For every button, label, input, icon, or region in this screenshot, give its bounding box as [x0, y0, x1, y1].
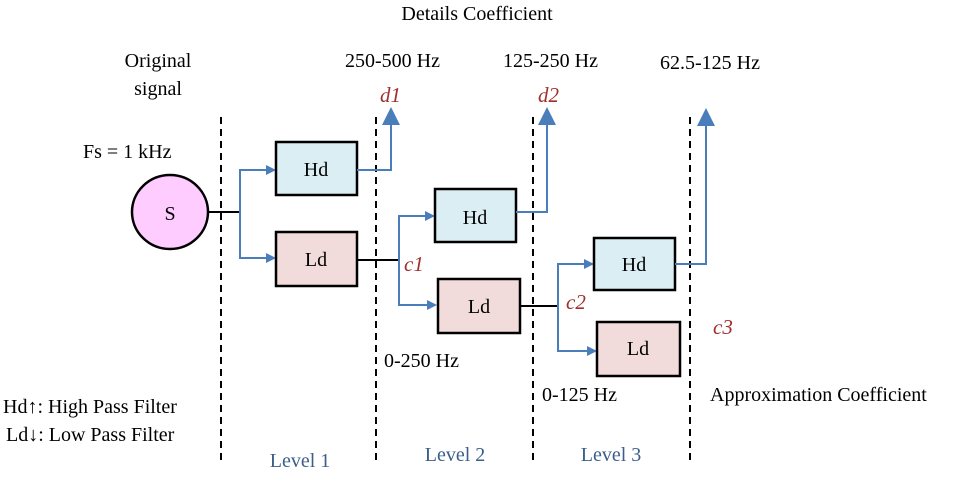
d1-label: d1	[380, 83, 401, 107]
level3-hd-label: Hd	[622, 254, 646, 276]
level1-ld-filter	[274, 230, 359, 288]
level1-hd-arrow	[239, 165, 276, 212]
level1-ld-label: Ld	[305, 249, 327, 271]
d2-label: d2	[538, 83, 560, 107]
level1-ld-arrow	[239, 212, 276, 263]
level2-ld-label: Ld	[468, 296, 490, 318]
level-3-label: Level 3	[581, 444, 642, 466]
legend-low-pass: Ld↓: Low Pass Filter	[6, 424, 175, 446]
c1-label: c1	[404, 252, 424, 276]
approximation-coefficient-label: Approximation Coefficient	[710, 384, 927, 406]
level1-hd-label: Hd	[304, 159, 328, 181]
level-2-label: Level 2	[425, 444, 486, 466]
level2-hd-arrow	[398, 211, 435, 260]
source-label: S	[164, 203, 175, 225]
d3-band-label: 62.5-125 Hz	[660, 52, 760, 74]
diagram-title: Details Coefficient	[401, 3, 553, 25]
level2-hd-label: Hd	[463, 207, 487, 229]
sampling-rate-label: Fs = 1 kHz	[83, 141, 172, 163]
d2-band-label: 125-250 Hz	[503, 50, 598, 72]
level3-ld-label: Ld	[627, 338, 649, 360]
level3-ld-arrow	[557, 306, 597, 356]
c2-band-label: 0-125 Hz	[542, 384, 617, 406]
level3-hd-arrow	[557, 259, 594, 306]
original-signal-label-line1: Original	[125, 50, 192, 72]
level3-hd-filter	[592, 236, 677, 292]
d1-output-arrow	[357, 107, 400, 171]
c3-label: c3	[713, 315, 733, 339]
c2-label: c2	[566, 290, 586, 314]
d3-output-arrow	[675, 108, 715, 265]
legend-high-pass: Hd↑: High Pass Filter	[3, 396, 177, 418]
level3-ld-filter	[595, 320, 682, 378]
level-1-label: Level 1	[270, 450, 331, 472]
level1-hd-filter	[274, 140, 359, 197]
d1-band-label: 250-500 Hz	[345, 50, 440, 72]
d2-output-arrow	[516, 107, 556, 213]
original-signal-label-line2: signal	[134, 78, 182, 100]
level2-ld-arrow	[398, 260, 437, 310]
c1-band-label: 0-250 Hz	[384, 350, 459, 372]
level2-hd-filter	[433, 187, 518, 244]
